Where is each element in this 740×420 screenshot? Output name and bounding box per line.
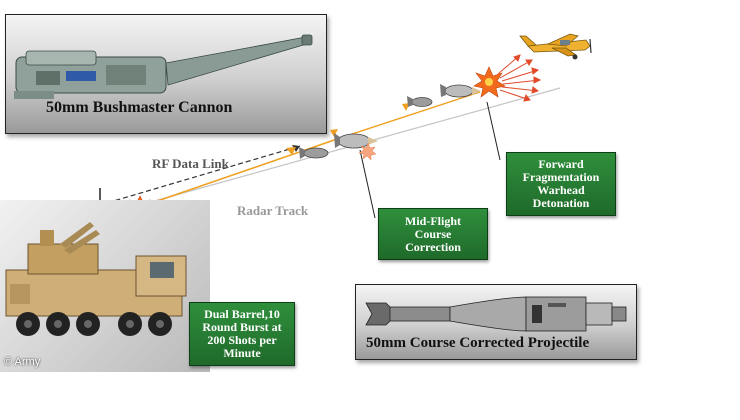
truck-icon: [5, 222, 187, 336]
forward-fragmentation-callout: Forward Fragmentation Warhead Detonation: [506, 152, 616, 216]
trail-arrow-1: [286, 147, 296, 155]
projectile-flight-1: [299, 147, 329, 159]
cannon-icon: [14, 34, 313, 99]
projectile-flight-2: [334, 133, 378, 149]
rf-data-link-label: RF Data Link: [152, 156, 229, 171]
projectile-flight-3: [407, 96, 433, 107]
cannon-panel: 50mm Bushmaster Cannon: [5, 14, 327, 134]
image-credit: © Army: [4, 356, 41, 368]
rf-arrow-head: [292, 145, 300, 152]
aircraft-icon: [519, 33, 592, 60]
projectile-panel-title: 50mm Course Corrected Projectile: [366, 335, 590, 351]
fragment-arrows: [497, 54, 542, 102]
truck-panel: [0, 200, 210, 372]
radar-track-label: Radar Track: [237, 203, 309, 218]
rf-data-link-line: [99, 145, 301, 206]
projectile-icon: [365, 296, 627, 332]
midflight-correction-callout: Mid-Flight Course Correction: [378, 208, 488, 260]
projectile-trail-2: [339, 91, 481, 139]
projectile-flight-4: [440, 84, 481, 98]
forward-leader: [486, 101, 501, 161]
cannon-panel-title: 50mm Bushmaster Cannon: [46, 99, 233, 116]
warhead-explosion-icon: [473, 66, 506, 98]
projectile-panel: 50mm Course Corrected Projectile: [355, 284, 637, 360]
midflight-spark-icon: [358, 142, 377, 161]
midflight-leader: [359, 149, 376, 219]
dual-barrel-callout: Dual Barrel,10 Round Burst at 200 Shots …: [189, 302, 295, 366]
